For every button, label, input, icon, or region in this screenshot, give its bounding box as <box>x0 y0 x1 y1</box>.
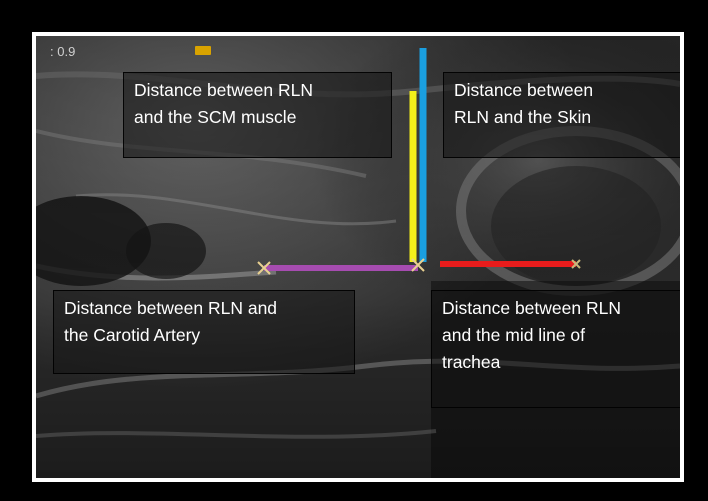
label-trachea-distance: Distance between RLN and the mid line of… <box>431 290 684 408</box>
label-scm-distance: Distance between RLN and the SCM muscle <box>123 72 392 158</box>
label-carotid-distance: Distance between RLN and the Carotid Art… <box>53 290 355 374</box>
label-skin-distance: Distance between RLN and the Skin <box>443 72 683 158</box>
depth-readout: : 0.9 <box>50 44 75 59</box>
probe-marker-icon <box>195 46 211 55</box>
ultrasound-image: : 0.9 Distance between RLN and the SCM m… <box>32 32 684 482</box>
